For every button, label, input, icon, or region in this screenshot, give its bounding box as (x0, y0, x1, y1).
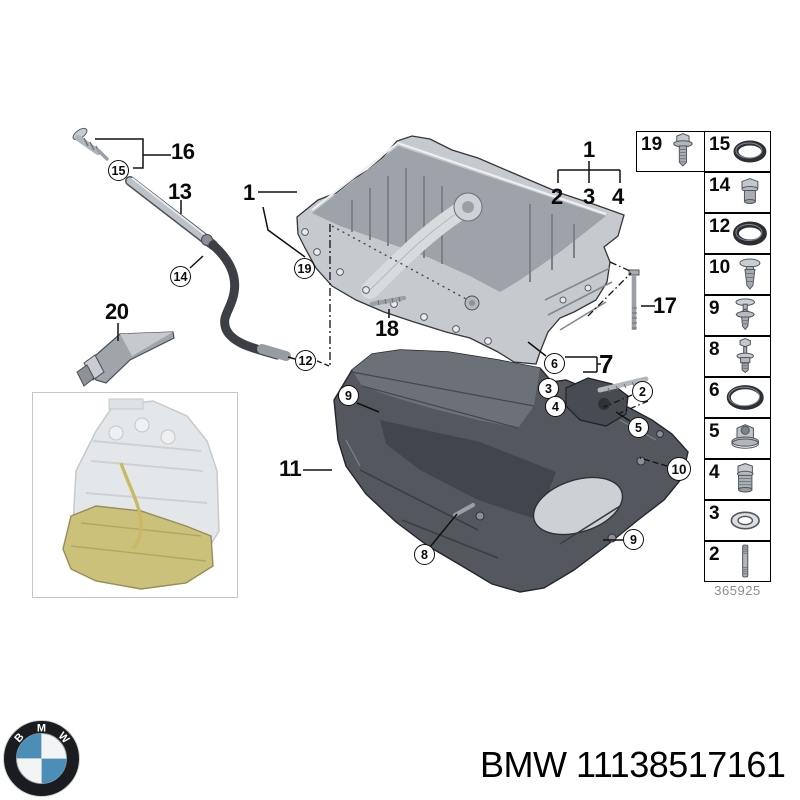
callout-10[interactable]: 10 (667, 457, 691, 481)
plug-bolt-icon (741, 178, 759, 204)
bolt-17-drawing (628, 269, 640, 330)
part-ref-2: 2 (709, 544, 720, 565)
callout-12[interactable]: 12 (295, 350, 316, 371)
parts-list-cell-6[interactable]: 6 (704, 377, 771, 418)
dipstick-grip-drawing (72, 127, 109, 161)
bmw-logo: B M W (3, 720, 80, 797)
callout-20[interactable]: 20 (105, 299, 129, 324)
part-ref-12: 12 (709, 216, 731, 237)
callout-9-left[interactable]: 9 (338, 385, 359, 406)
bolt-nut-washer-icon (736, 337, 754, 374)
oil-pan-drawing (296, 135, 625, 365)
callout-2[interactable]: 2 (632, 381, 653, 402)
parts-list-cell-2[interactable]: 2 (704, 541, 771, 582)
parts-list-cell-15[interactable]: 15 (704, 131, 771, 172)
flange-nut-icon (730, 424, 759, 449)
part-ref-10: 10 (709, 257, 731, 278)
callout-6[interactable]: 6 (544, 353, 565, 374)
engine-thumbnail-drawing (62, 398, 220, 590)
callout-16[interactable]: 16 (171, 139, 195, 164)
parts-list-cell-4[interactable]: 4 (704, 459, 771, 500)
part-ref-9: 9 (709, 298, 720, 319)
part-ref-5: 5 (709, 421, 720, 442)
part-ref-8: 8 (709, 339, 720, 360)
part-ref-14: 14 (709, 175, 731, 196)
dipstick-tube-drawing (125, 176, 291, 361)
callout-4-group[interactable]: 4 (612, 184, 624, 209)
part-number-title: BMW 11138517161 (480, 744, 786, 785)
flange-bolt-icon (673, 132, 693, 167)
callout-19[interactable]: 19 (294, 258, 315, 279)
sealing-washer-icon (730, 511, 760, 530)
expansion-rivet-icon (739, 258, 761, 290)
callout-18[interactable]: 18 (375, 316, 399, 341)
o-ring-icon (733, 140, 767, 163)
callout-1[interactable]: 1 (243, 180, 255, 205)
parts-list-cell-8[interactable]: 8 (704, 336, 771, 377)
part-ref-19: 19 (641, 134, 663, 155)
parts-list-cell-9[interactable]: 9 (704, 295, 771, 336)
parts-list-cell-3[interactable]: 3 (704, 500, 771, 541)
sealant-tube-drawing (76, 331, 175, 387)
callout-11[interactable]: 11 (279, 456, 302, 481)
hidden-lines (314, 224, 668, 467)
parts-list-cell-14[interactable]: 14 (704, 172, 771, 213)
stud-18-drawing (369, 295, 407, 307)
callout-5[interactable]: 5 (628, 417, 649, 438)
callout-3-group[interactable]: 3 (583, 184, 595, 209)
callout-7[interactable]: 7 (599, 349, 613, 379)
callout-2-group[interactable]: 2 (551, 184, 563, 209)
push-rivet-icon (734, 298, 755, 331)
parts-list-cell-19[interactable]: 19 (636, 131, 705, 172)
o-ring-large-icon (726, 385, 764, 410)
drain-plug-icon (736, 463, 753, 493)
stud-icon (741, 544, 748, 578)
engine-location-thumbnail (32, 392, 238, 598)
part-ref-15: 15 (709, 134, 731, 155)
callout-17[interactable]: 17 (653, 293, 677, 318)
callout-8[interactable]: 8 (414, 544, 435, 565)
o-ring-thick-icon (733, 221, 768, 246)
screw-8-drawing (453, 503, 475, 517)
drawing-number: 365925 (714, 583, 761, 598)
callout-4[interactable]: 4 (545, 396, 566, 417)
bmw-logo-letter-m: M (37, 723, 46, 735)
parts-list-cell-10[interactable]: 10 (704, 254, 771, 295)
part-ref-6: 6 (709, 380, 720, 401)
callout-14[interactable]: 14 (170, 266, 191, 287)
parts-list-cell-5[interactable]: 5 (704, 418, 771, 459)
callout-1-group[interactable]: 1 (583, 137, 595, 162)
part-ref-4: 4 (709, 462, 720, 483)
part-ref-3: 3 (709, 503, 720, 524)
callout-9-right[interactable]: 9 (623, 529, 644, 550)
callout-15[interactable]: 15 (108, 160, 129, 181)
callout-13[interactable]: 13 (168, 179, 192, 204)
parts-list-cell-12[interactable]: 12 (704, 213, 771, 254)
